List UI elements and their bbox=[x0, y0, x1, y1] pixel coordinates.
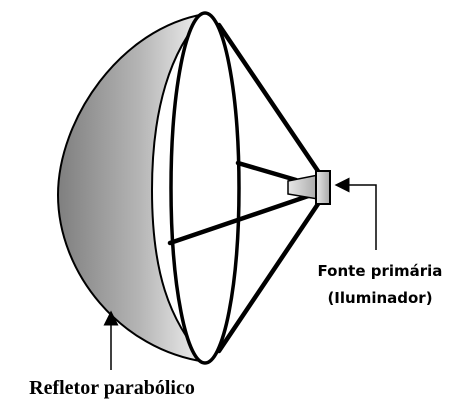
reflector-back-shading bbox=[56, 12, 209, 364]
support-struts bbox=[167, 22, 325, 354]
strut-middle-upper bbox=[235, 160, 299, 183]
reflector-rim bbox=[169, 11, 241, 365]
feed-label-line2: (Iluminador) bbox=[327, 289, 432, 307]
strut-top bbox=[216, 22, 325, 180]
feed-label-line1: Fonte primária bbox=[318, 262, 443, 280]
strut-bottom bbox=[216, 195, 325, 354]
strut-middle-lower bbox=[167, 189, 323, 246]
feed-illuminator bbox=[315, 170, 331, 205]
reflector-label: Refletor parabólico bbox=[29, 377, 195, 399]
feed-pointer-arrow bbox=[334, 177, 377, 250]
